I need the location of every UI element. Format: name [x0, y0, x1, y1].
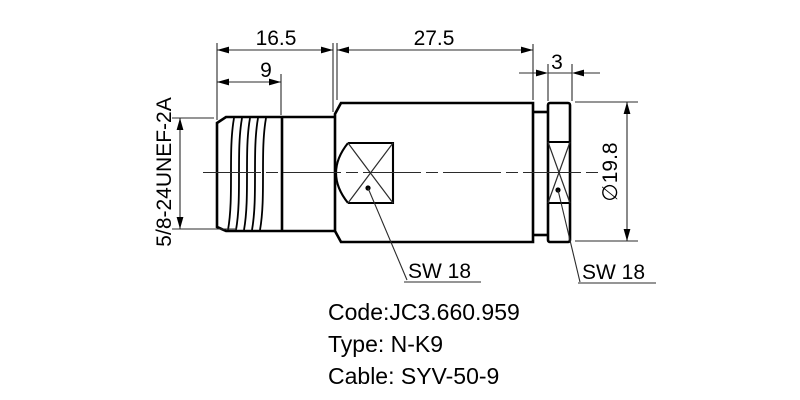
arrowhead-bottom: [176, 217, 184, 229]
arrowhead-left: [536, 69, 548, 77]
arrowhead-right: [572, 69, 584, 77]
leader-wrench-body: SW 18: [365, 185, 481, 283]
dimension-text-3: 3: [551, 51, 563, 74]
connector-outline: [203, 101, 598, 244]
arrowhead-right: [521, 46, 533, 54]
arrowhead-left: [217, 46, 229, 54]
dimension-16-5: 16.5: [216, 27, 334, 120]
thread-crests: [227, 117, 267, 231]
dimension-text-16-5: 16.5: [256, 27, 297, 50]
note-cable: Cable: SYV-50-9: [328, 363, 499, 389]
arrowhead-top: [176, 118, 184, 130]
arrowhead-bottom: [623, 229, 631, 241]
arrowhead-right: [321, 46, 333, 54]
main-body-outline: [333, 101, 535, 244]
wrench-size-nut-label: SW 18: [582, 261, 645, 284]
dimension-diameter-19-8: ∅19.8: [575, 101, 638, 242]
note-type: Type: N-K9: [328, 331, 443, 357]
dimension-text-27-5: 27.5: [414, 27, 455, 50]
leader-wrench-nut: SW 18: [555, 187, 656, 284]
leader-line: [557, 189, 581, 283]
notes-block: Code:JC3.660.959 Type: N-K9 Cable: SYV-5…: [328, 299, 520, 389]
dimension-text-diameter: ∅19.8: [599, 142, 622, 201]
wrench-size-body-label: SW 18: [408, 260, 471, 283]
arrowhead-left: [337, 46, 349, 54]
dimension-thread-spec: 5/8-24UNEF-2A: [153, 97, 237, 247]
arrowhead-top: [623, 102, 631, 114]
thread-spec-text: 5/8-24UNEF-2A: [153, 97, 176, 246]
dimension-9: 9: [217, 59, 282, 115]
dimension-text-9: 9: [260, 59, 272, 82]
arrowhead-left: [217, 78, 229, 86]
dimension-3: 3: [519, 51, 600, 101]
arrowhead-right: [269, 78, 281, 86]
dimension-27-5: 27.5: [336, 27, 534, 100]
note-code: Code:JC3.660.959: [328, 299, 520, 325]
leader-line: [367, 187, 408, 281]
thread-section-outline: [215, 115, 335, 233]
